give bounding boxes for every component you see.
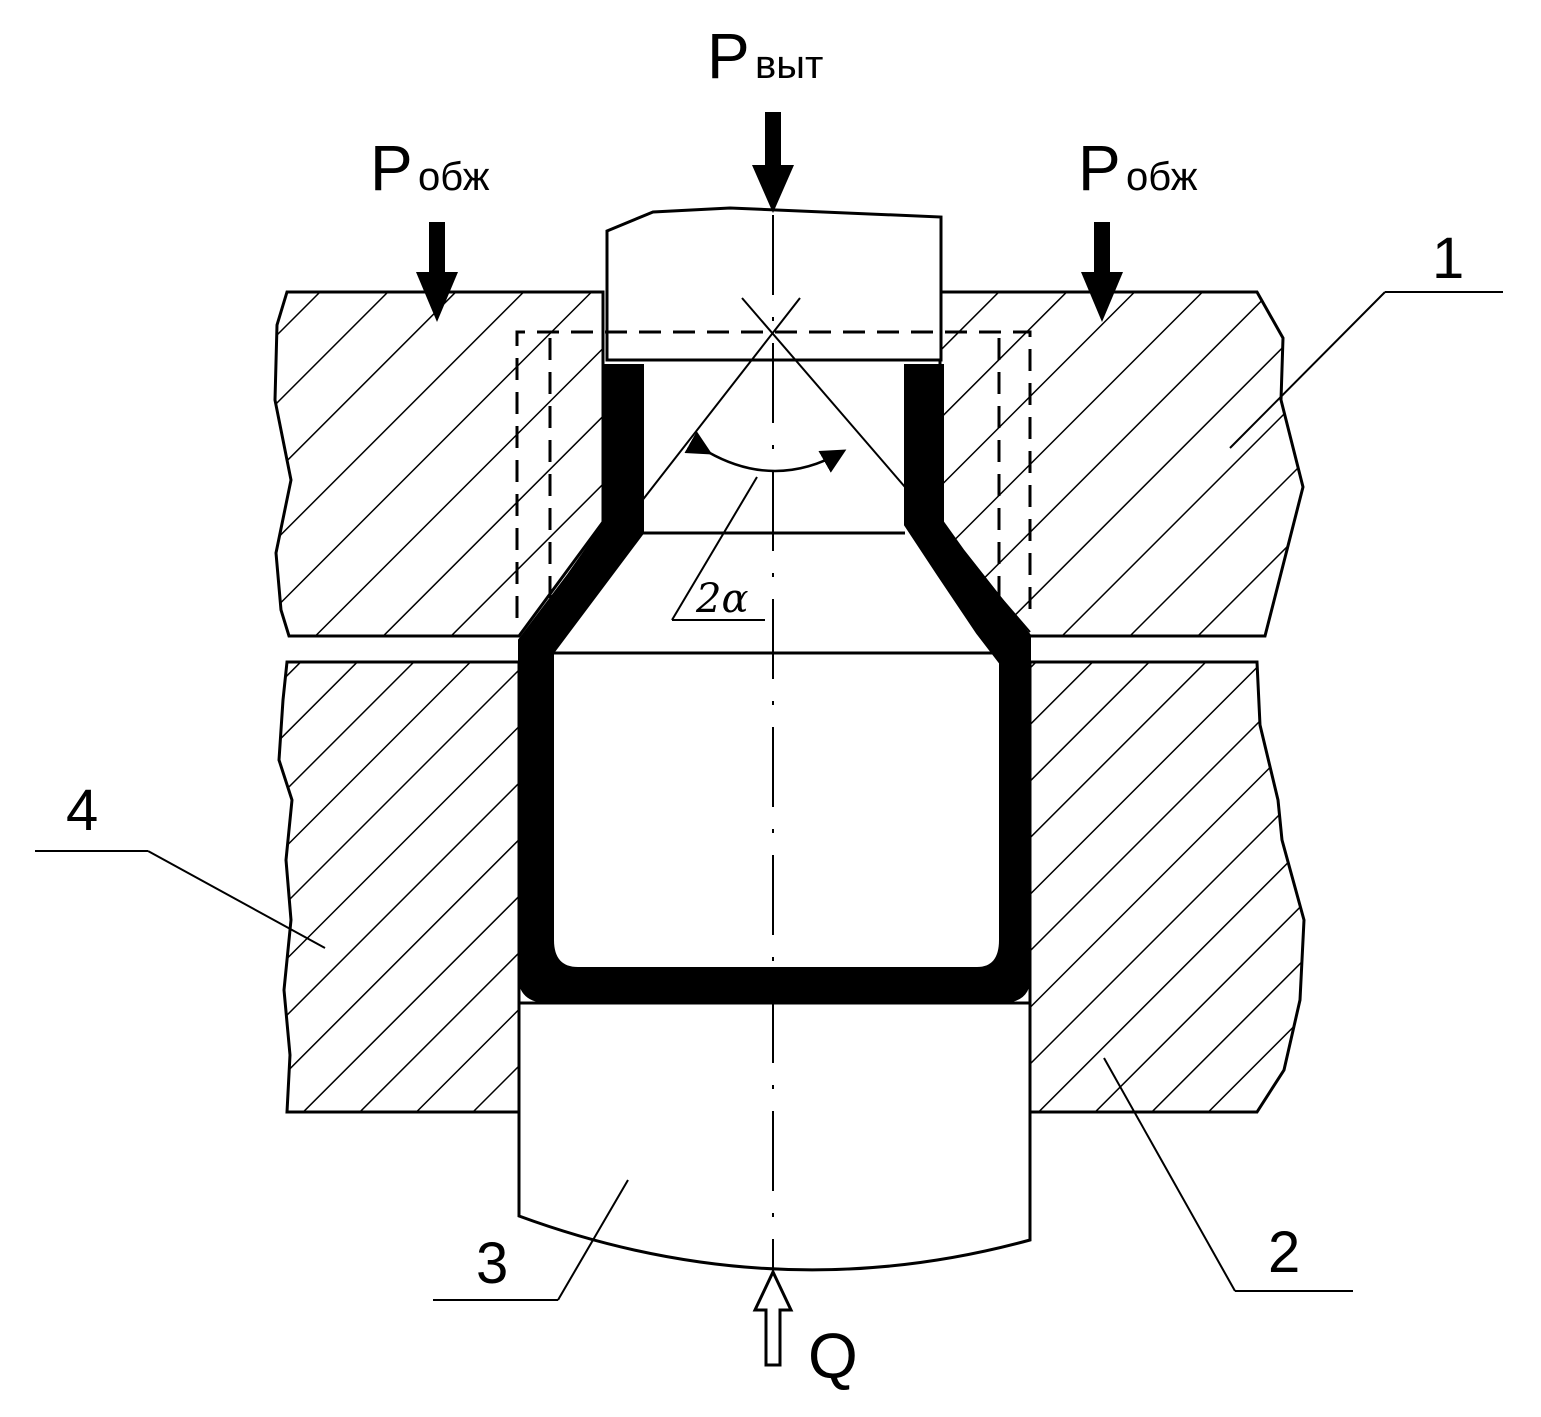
label-crimp-force-right-sub: обж (1126, 155, 1198, 199)
label-crimp-force-left-sub: обж (418, 155, 490, 199)
force-arrow-q (752, 1268, 794, 1367)
force-arrow-crimp-right (1081, 222, 1123, 322)
callout-1: 1 (1432, 226, 1464, 291)
angle-line-left (552, 297, 801, 616)
upper-die-left (273, 290, 605, 638)
angle-arc (684, 431, 847, 473)
label-crimp-force-left-main: P (370, 132, 413, 204)
label-angle: 2α (695, 576, 748, 622)
label-force-q: Q (808, 1320, 858, 1392)
angle-leader (671, 476, 758, 621)
force-arrow-crimp-left (416, 222, 458, 322)
force-arrow-eject (752, 112, 794, 213)
label-eject-force-main: P (707, 20, 750, 92)
angle-line-right (741, 297, 1031, 633)
workpiece-cup (518, 364, 1031, 1003)
callout-2: 2 (1268, 1220, 1300, 1285)
upper-die-right (938, 290, 1305, 638)
leader-part-1 (1229, 291, 1503, 449)
callout-3: 3 (476, 1231, 508, 1296)
lower-die-left (277, 660, 521, 1114)
leader-part-3 (433, 1179, 629, 1301)
callout-4: 4 (66, 778, 98, 843)
label-crimp-force-right-main: P (1078, 132, 1121, 204)
lower-punch (517, 1001, 1032, 1272)
dashed-outline (515, 330, 1032, 618)
lower-die-right (1028, 660, 1306, 1114)
label-eject-force-sub: выт (755, 43, 823, 87)
leader-part-4 (35, 850, 326, 949)
leader-part-2 (1103, 1057, 1353, 1292)
